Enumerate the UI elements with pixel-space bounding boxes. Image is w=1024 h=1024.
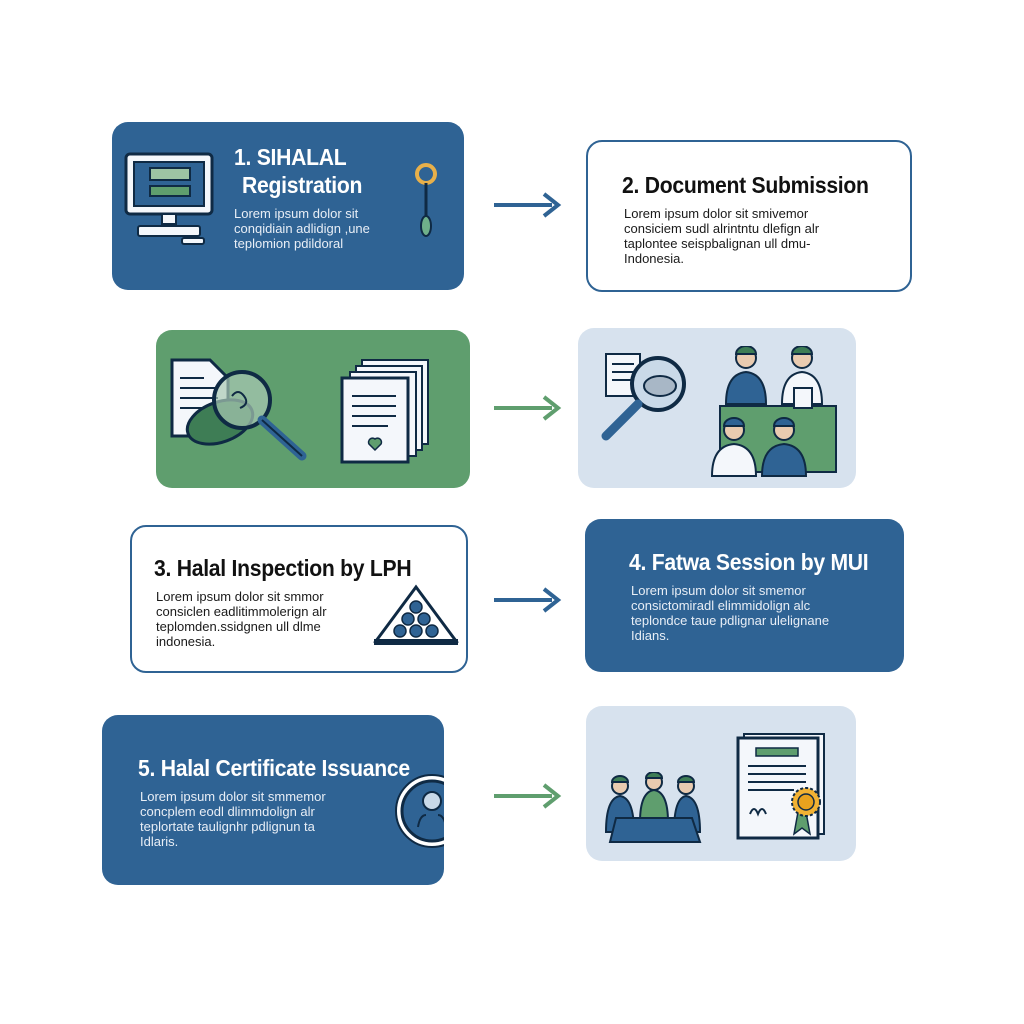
arrow-3 — [492, 585, 568, 615]
computer-icon — [124, 152, 214, 248]
seal-icon — [790, 786, 822, 818]
step-1-card: 1. SIHALAL Registration Lorem ipsum dolo… — [112, 122, 464, 290]
arrow-1 — [492, 190, 568, 220]
magnifier-icon — [600, 350, 700, 450]
step-1-title-line2: Registration — [242, 172, 363, 198]
magnifier-icon — [184, 364, 314, 464]
step-1-title-line1: 1. SIHALAL — [234, 144, 347, 170]
step-2-card: 2. Document Submission Lorem ipsum dolor… — [586, 140, 912, 292]
step-4-card: 4. Fatwa Session by MUI Lorem ipsum dolo… — [585, 519, 904, 672]
key-icon — [412, 162, 440, 242]
step-5-body: Lorem ipsum dolor sit smmemor concplem e… — [140, 789, 326, 849]
step-4-body: Lorem ipsum dolor sit smemor consictomir… — [631, 583, 830, 643]
people-icon — [710, 346, 840, 478]
certificate-icon — [734, 730, 834, 842]
step-1-body: Lorem ipsum dolor sit conqidiain adlidig… — [234, 206, 370, 251]
step-3-body: Lorem ipsum dolor sit smmor consiclen ea… — [156, 589, 327, 649]
papers-icon — [338, 356, 438, 466]
step-4-title: 4. Fatwa Session by MUI — [629, 549, 869, 575]
document-magnifier-illustration — [156, 330, 470, 488]
step-2-title: 2. Document Submission — [622, 172, 869, 198]
step-3-card: 3. Halal Inspection by LPH Lorem ipsum d… — [130, 525, 468, 673]
pyramid-icon — [372, 583, 460, 647]
step-5-card: 5. Halal Certificate Issuance Lorem ipsu… — [102, 715, 444, 885]
inspectors-illustration — [578, 328, 856, 488]
arrow-2 — [492, 393, 568, 423]
step-3-title: 3. Halal Inspection by LPH — [154, 555, 412, 581]
arrow-4 — [492, 781, 568, 811]
person-seal-icon — [392, 771, 444, 851]
step-2-body: Lorem ipsum dolor sit smivemor consiciem… — [624, 206, 820, 266]
certificate-illustration — [586, 706, 856, 861]
step-5-title: 5. Halal Certificate Issuance — [138, 755, 410, 781]
people-icon — [602, 772, 706, 846]
